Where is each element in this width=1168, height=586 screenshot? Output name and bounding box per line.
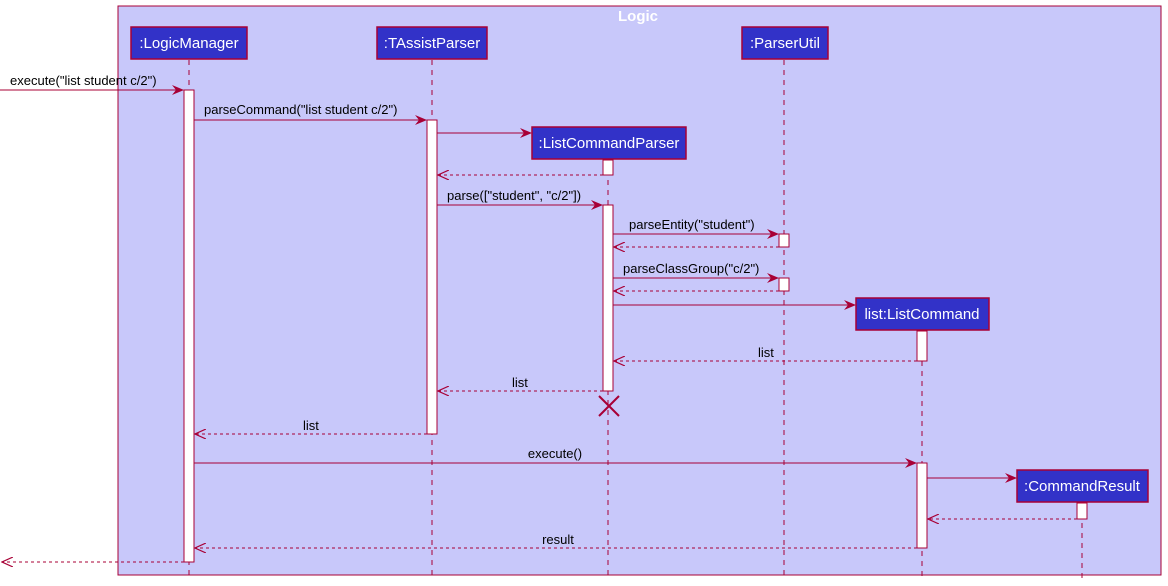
message-label: parseClassGroup("c/2") [623,261,759,276]
message-return-list-2: list [438,375,603,391]
participant-label: :TAssistParser [384,35,480,52]
message-return-list-1: list [614,345,917,361]
activation-parser-util-1 [778,233,790,248]
activation-list-command [916,462,928,549]
message-parse-entity: parseEntity("student") [613,217,779,239]
activation-list-command-parser [602,204,614,392]
message-return-list-3: list [195,418,427,434]
message-execute-input: execute("list student c/2") [0,73,184,95]
participant-list-command: list:ListCommand [855,297,990,331]
activation-parser-util-2 [778,277,790,292]
message-return-result: result [195,532,917,548]
message-label: parseEntity("student") [629,217,755,232]
message-parse-class-group: parseClassGroup("c/2") [613,261,779,283]
participant-label: :LogicManager [139,35,238,52]
participant-label: :ListCommandParser [539,135,680,152]
participant-label: :ParserUtil [750,35,820,52]
message-label: list [303,418,319,433]
participant-logic-manager: :LogicManager [130,26,248,60]
message-label: parseCommand("list student c/2") [204,102,397,117]
participant-tassist-parser: :TAssistParser [376,26,488,60]
activation-command-result [1076,502,1088,520]
activation-list-command-parser-init [602,159,614,176]
destroy-marker-list-command-parser [598,395,620,417]
participant-label: :CommandResult [1024,478,1141,495]
message-execute-command: execute() [194,446,917,468]
message-label: parse(["student", "c/2"]) [447,188,581,203]
activation-logic-manager [183,89,195,563]
message-label: result [542,532,574,547]
message-label: list [758,345,774,360]
activation-list-command-init [916,330,928,362]
message-label: list [512,375,528,390]
participant-list-command-parser: :ListCommandParser [531,126,687,160]
message-label: execute() [528,446,582,461]
frame-title: Logic [618,8,658,25]
participant-label: list:ListCommand [864,306,979,323]
message-label: execute("list student c/2") [10,73,157,88]
participant-command-result: :CommandResult [1016,469,1149,503]
message-parse-command: parseCommand("list student c/2") [194,102,427,125]
participant-parser-util: :ParserUtil [741,26,829,60]
message-parse: parse(["student", "c/2"]) [437,188,603,210]
activation-tassist-parser [426,119,438,435]
